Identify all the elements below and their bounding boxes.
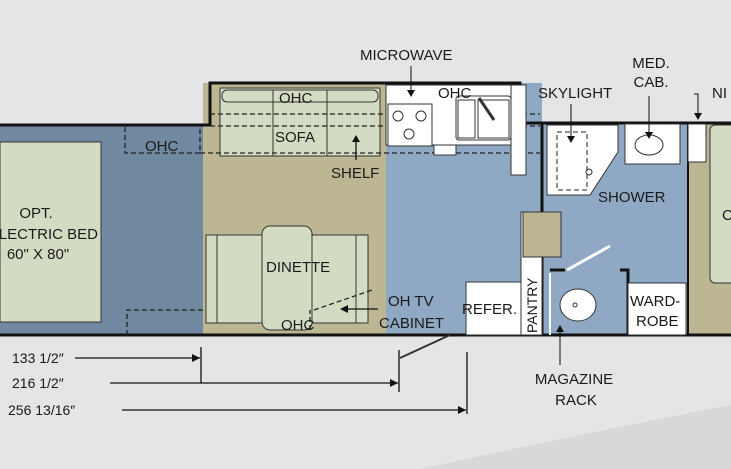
wardrobe (627, 282, 687, 336)
shower (546, 124, 619, 196)
nightstand (687, 123, 707, 163)
label-right-room: C (722, 207, 731, 224)
toilet (559, 288, 597, 322)
label-wardrobe-2: ROBE (636, 313, 679, 330)
label-bed-3: 60" X 80" (7, 246, 69, 263)
right-bed (709, 124, 731, 284)
bed (0, 141, 102, 323)
label-skylight: SKYLIGHT (538, 85, 612, 102)
label-microwave: MICROWAVE (360, 47, 453, 64)
label-refer: REFER. (462, 301, 517, 318)
counter-side (510, 84, 527, 176)
label-bed-2: ELECTRIC BED (0, 226, 98, 243)
label-night: NI (712, 85, 727, 102)
label-wardrobe-1: WARD- (630, 293, 680, 310)
label-ohc-sofa: OHC (279, 90, 313, 107)
label-dinette: DINETTE (266, 259, 330, 276)
label-ohc-dinette: OHC (281, 317, 315, 334)
label-pantry: PANTRY (524, 277, 540, 333)
label-med-cab-2: CAB. (633, 74, 668, 91)
label-magazine-2: RACK (555, 392, 597, 409)
vanity (624, 123, 681, 165)
dinette-table (261, 225, 313, 331)
label-oh-tv-1: OH TV (388, 293, 434, 310)
label-bed-1: OPT. (19, 205, 52, 222)
pantry-cabinet (522, 211, 562, 258)
label-sofa: SOFA (275, 129, 315, 146)
background-curve (420, 405, 731, 469)
label-ohc-bedroom: OHC (145, 138, 179, 155)
dimension-lines (75, 347, 468, 414)
dimension-1: 133 1/2″ (12, 350, 64, 366)
label-med-cab-1: MED. (632, 55, 670, 72)
label-shelf: SHELF (331, 165, 379, 182)
label-oh-tv-2: CABINET (379, 315, 444, 332)
dimension-3: 256 13/16″ (8, 402, 75, 418)
dimension-2: 216 1/2″ (12, 375, 64, 391)
label-ohc-kitchen: OHC (438, 85, 472, 102)
stove (387, 103, 433, 147)
label-magazine-1: MAGAZINE (535, 371, 613, 388)
label-shower: SHOWER (598, 189, 666, 206)
